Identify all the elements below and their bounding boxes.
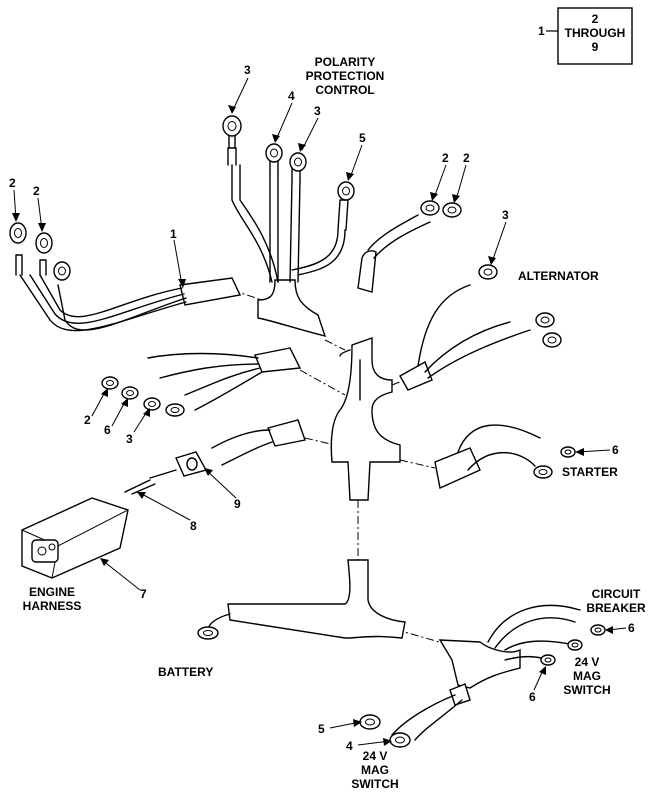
svg-text:SWITCH: SWITCH xyxy=(563,683,610,697)
callout-9: 9 xyxy=(234,497,241,511)
ref-box-line1: 2 xyxy=(592,12,599,26)
callout-6: 6 xyxy=(628,621,635,635)
ring-terminal-icon xyxy=(540,654,556,666)
callout-2: 2 xyxy=(84,413,91,427)
connector-nine-icon xyxy=(149,451,208,479)
ref-box-line2: THROUGH xyxy=(565,26,626,40)
ring-terminal-icon xyxy=(53,261,71,281)
upper-right-branch xyxy=(357,214,431,293)
ring-terminal-icon xyxy=(567,639,583,651)
polarity-branch xyxy=(227,147,349,337)
svg-text:SWITCH: SWITCH xyxy=(351,777,398,791)
callout-2: 2 xyxy=(33,184,40,198)
svg-text:PROTECTION: PROTECTION xyxy=(306,69,385,83)
ring-terminal-icon xyxy=(35,232,53,254)
ring-terminal-icon xyxy=(9,222,27,244)
callout-6: 6 xyxy=(612,443,619,457)
ring-terminal-icon xyxy=(265,143,283,163)
ring-terminal-icon xyxy=(442,202,462,218)
ring-terminal-icon xyxy=(337,181,355,201)
left-bundle-branch xyxy=(15,254,242,332)
ref-box-left: 1 xyxy=(538,24,545,38)
mag-switch-right-label: 24 V MAG SWITCH xyxy=(563,655,610,697)
ring-terminal-icon xyxy=(121,386,139,400)
callout-leaders xyxy=(12,77,627,746)
circuit-breaker-label: CIRCUIT BREAKER xyxy=(586,587,646,615)
ring-terminal-icon xyxy=(533,465,553,479)
ring-terminal-icon xyxy=(560,446,576,458)
callout-3: 3 xyxy=(126,432,133,446)
callout-2: 2 xyxy=(9,176,16,190)
callout-4: 4 xyxy=(288,89,295,103)
callout-4: 4 xyxy=(346,739,353,753)
middle-left-branch xyxy=(147,347,302,411)
ring-terminal-icon xyxy=(165,403,185,417)
svg-text:MAG: MAG xyxy=(361,763,389,777)
callout-7: 7 xyxy=(140,587,147,601)
callout-8: 8 xyxy=(190,519,197,533)
ref-box-line3: 9 xyxy=(592,40,599,54)
callout-2: 2 xyxy=(463,151,470,165)
starter-branch xyxy=(434,424,541,490)
callout-3: 3 xyxy=(244,63,251,77)
ring-terminal-icon xyxy=(197,626,219,640)
ring-terminal-icon xyxy=(590,624,606,636)
callout-2: 2 xyxy=(442,151,449,165)
mag-switch-bottom-label: 24 V MAG SWITCH xyxy=(351,749,398,791)
callout-5: 5 xyxy=(359,131,366,145)
callout-3: 3 xyxy=(502,208,509,222)
lower-right-branch xyxy=(391,604,581,741)
main-trunk xyxy=(330,337,401,501)
ring-terminal-icon xyxy=(535,312,555,328)
ring-terminal-icon xyxy=(420,200,440,216)
ring-terminal-icon xyxy=(289,152,307,172)
ring-terminal-icon xyxy=(389,732,411,748)
pin-eight-icon xyxy=(124,479,156,495)
harness-connector-icon xyxy=(21,497,129,579)
callout-5: 5 xyxy=(318,722,325,736)
polarity-protection-control-label: POLARITY PROTECTION CONTROL xyxy=(306,55,385,97)
ring-terminal-icon xyxy=(222,115,242,149)
alternator-branch xyxy=(399,284,531,391)
svg-text:CIRCUIT: CIRCUIT xyxy=(592,587,641,601)
starter-label: STARTER xyxy=(562,465,618,479)
alternator-label: ALTERNATOR xyxy=(518,269,599,283)
callout-numbers: 3 4 3 5 2 2 1 2 2 3 2 6 3 9 8 7 6 6 6 5 … xyxy=(9,63,635,753)
svg-text:ENGINE: ENGINE xyxy=(29,585,75,599)
callout-6: 6 xyxy=(104,423,111,437)
ring-terminal-icon xyxy=(359,714,381,730)
engine-harness-label: ENGINE HARNESS xyxy=(23,585,82,613)
ring-terminal-icon xyxy=(143,397,161,411)
battery-label: BATTERY xyxy=(158,665,213,679)
svg-text:24 V: 24 V xyxy=(363,749,388,763)
ring-terminal-icon xyxy=(101,376,119,390)
svg-text:HARNESS: HARNESS xyxy=(23,599,82,613)
callout-1: 1 xyxy=(170,227,177,241)
svg-text:24 V: 24 V xyxy=(575,655,600,669)
ring-terminal-icon xyxy=(478,264,498,280)
svg-text:MAG: MAG xyxy=(573,669,601,683)
svg-text:CONTROL: CONTROL xyxy=(315,83,374,97)
lower-left-branch xyxy=(211,419,306,466)
lower-trunk xyxy=(208,559,406,639)
ring-terminal-icon xyxy=(542,332,562,348)
callout-3: 3 xyxy=(314,104,321,118)
svg-text:BREAKER: BREAKER xyxy=(586,601,646,615)
callout-6: 6 xyxy=(529,690,536,704)
svg-text:POLARITY: POLARITY xyxy=(315,55,376,69)
center-lines xyxy=(231,289,451,646)
reference-box: 1 2 THROUGH 9 xyxy=(538,7,633,65)
